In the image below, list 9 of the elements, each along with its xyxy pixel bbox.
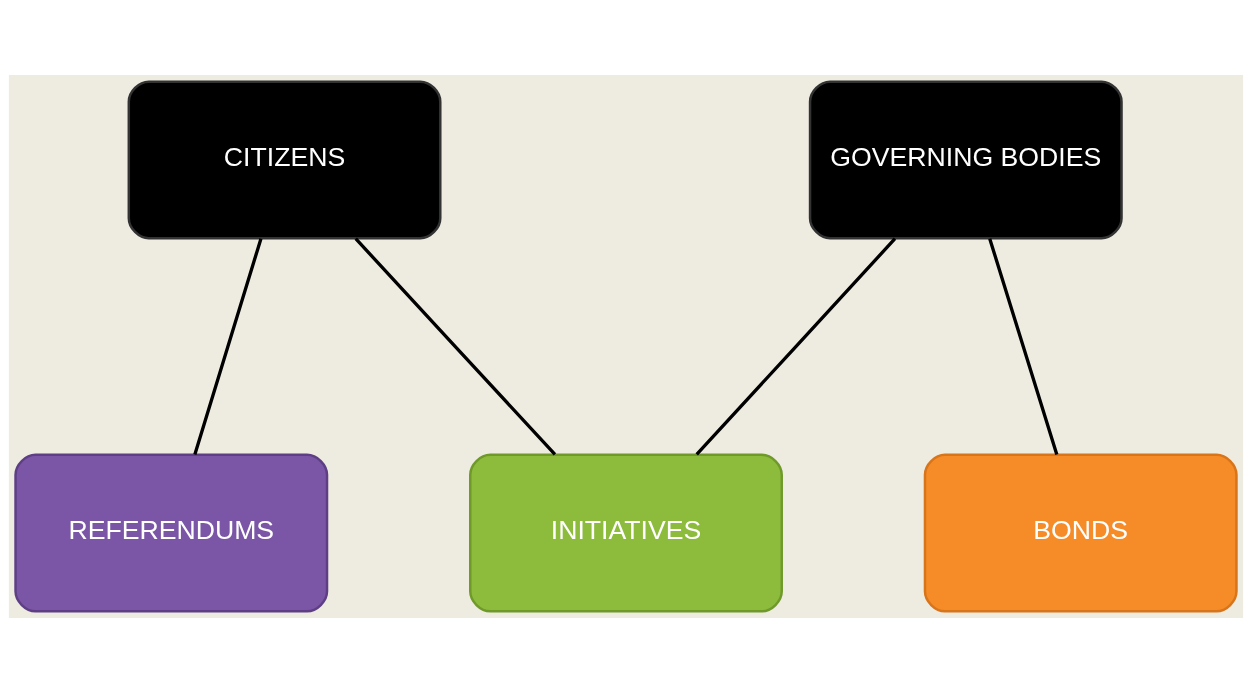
node-box: CITIZENS [127, 80, 442, 240]
connector [695, 237, 897, 456]
node-box: REFERENDUMS [14, 453, 329, 613]
node-box: BONDS [923, 453, 1238, 613]
node-box: GOVERNING BODIES [808, 80, 1123, 240]
connector [193, 238, 263, 455]
connector [988, 238, 1059, 455]
node-box: INITIATIVES [469, 453, 783, 613]
connector [354, 237, 557, 456]
